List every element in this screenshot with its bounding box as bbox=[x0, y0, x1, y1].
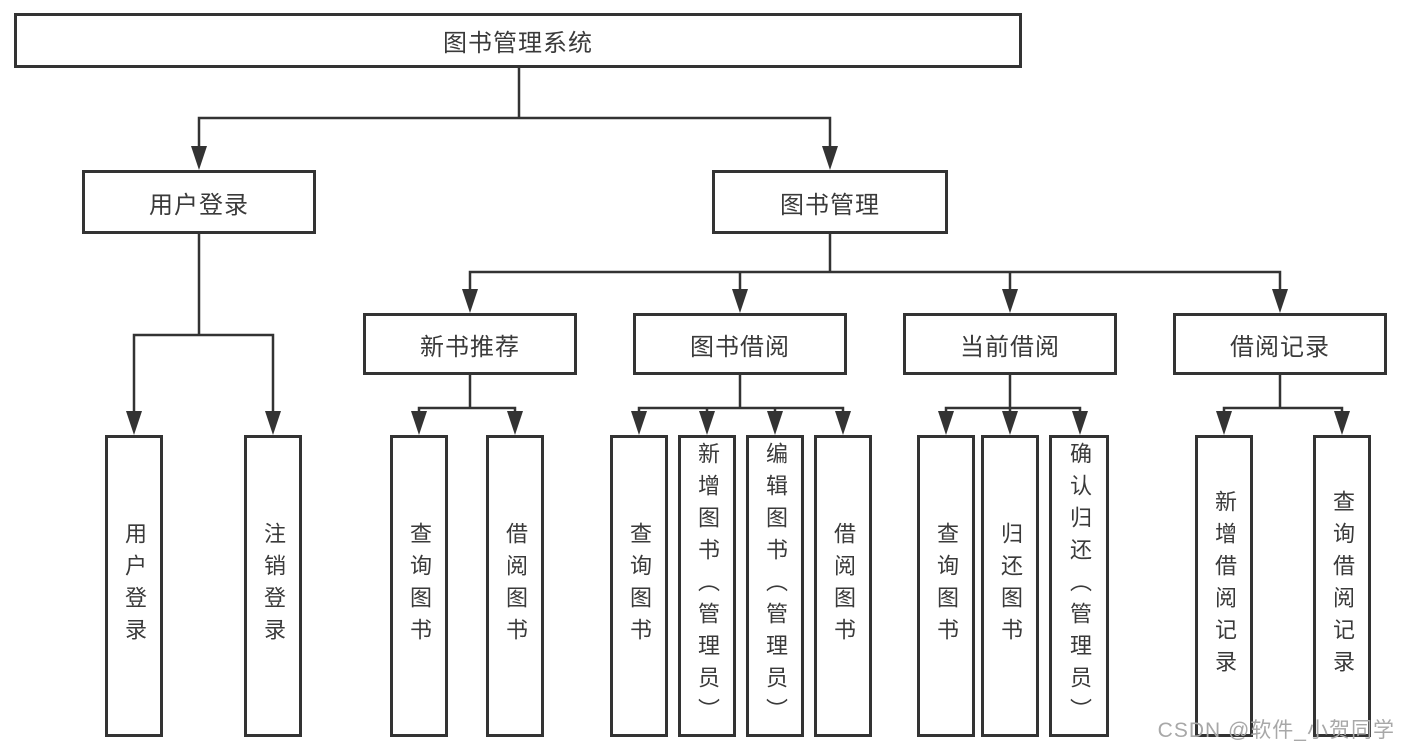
node-label: 图书借阅 bbox=[690, 333, 790, 361]
node-borrowing-records: 借阅记录 bbox=[1173, 313, 1387, 375]
leaf-label: 用户登录 bbox=[122, 522, 147, 650]
leaf-label: 借阅图书 bbox=[503, 522, 528, 650]
node-label: 图书管理系统 bbox=[443, 30, 593, 57]
leaf-query-books: 查询图书 bbox=[390, 435, 448, 737]
node-current-borrowing: 当前借阅 bbox=[903, 313, 1117, 375]
leaf-label: 新增借阅记录 bbox=[1212, 490, 1237, 682]
leaf-label: 注销登录 bbox=[261, 522, 286, 650]
node-label: 借阅记录 bbox=[1230, 333, 1330, 361]
leaf-query-books: 查询图书 bbox=[610, 435, 668, 737]
leaf-label: 查询借阅记录 bbox=[1330, 490, 1355, 682]
leaf-label: 编辑图书（管理员） bbox=[763, 442, 788, 730]
node-new-book-recommend: 新书推荐 bbox=[363, 313, 577, 375]
leaf-borrow-books: 借阅图书 bbox=[814, 435, 872, 737]
node-library-system: 图书管理系统 bbox=[14, 13, 1022, 68]
node-label: 图书管理 bbox=[780, 191, 880, 219]
leaf-add-books-admin: 新增图书（管理员） bbox=[678, 435, 736, 737]
leaf-confirm-return-admin: 确认归还（管理员） bbox=[1049, 435, 1109, 737]
leaf-label: 新增图书（管理员） bbox=[695, 442, 720, 730]
leaf-query-books: 查询图书 bbox=[917, 435, 975, 737]
node-label: 当前借阅 bbox=[960, 333, 1060, 361]
leaf-label: 确认归还（管理员） bbox=[1067, 442, 1092, 730]
leaf-return-books: 归还图书 bbox=[981, 435, 1039, 737]
leaf-label: 借阅图书 bbox=[831, 522, 856, 650]
leaf-user-login: 用户登录 bbox=[105, 435, 163, 737]
leaf-label: 归还图书 bbox=[998, 522, 1023, 650]
node-book-management: 图书管理 bbox=[712, 170, 948, 234]
leaf-logout: 注销登录 bbox=[244, 435, 302, 737]
leaf-query-borrow-record: 查询借阅记录 bbox=[1313, 435, 1371, 737]
node-book-borrowing: 图书借阅 bbox=[633, 313, 847, 375]
leaf-label: 查询图书 bbox=[934, 522, 959, 650]
node-label: 新书推荐 bbox=[420, 333, 520, 361]
leaf-label: 查询图书 bbox=[407, 522, 432, 650]
node-label: 用户登录 bbox=[149, 191, 249, 219]
leaf-edit-books-admin: 编辑图书（管理员） bbox=[746, 435, 804, 737]
leaf-label: 查询图书 bbox=[627, 522, 652, 650]
leaf-add-borrow-record: 新增借阅记录 bbox=[1195, 435, 1253, 737]
watermark: CSDN @软件_小贺同学 bbox=[1157, 719, 1395, 742]
leaf-borrow-books: 借阅图书 bbox=[486, 435, 544, 737]
node-user-login: 用户登录 bbox=[82, 170, 316, 234]
